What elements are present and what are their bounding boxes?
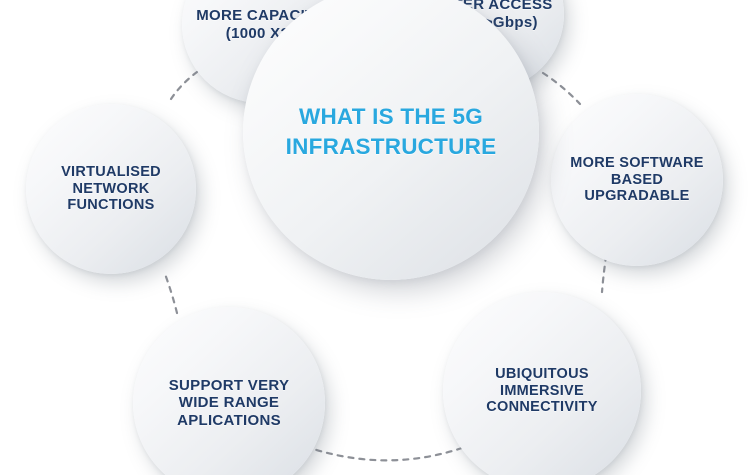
bubble-ubiquitous-immersive-connectivity[interactable]: UBIQUITOUS IMMERSIVE CONNECTIVITY (443, 292, 641, 475)
bubble-more-software-based-upgradable[interactable]: MORE SOFTWARE BASED UPGRADABLE (551, 94, 723, 266)
bubble-label-ubiquitous: UBIQUITOUS IMMERSIVE CONNECTIVITY (486, 365, 598, 416)
bubble-support-very-wide-range-aplications[interactable]: SUPPORT VERY WIDE RANGE APLICATIONS (133, 307, 325, 475)
bubble-virtualised-network-functions[interactable]: VIRTUALISED NETWORK FUNCTIONS (26, 104, 196, 274)
bubble-label-support-wide: SUPPORT VERY WIDE RANGE APLICATIONS (168, 376, 290, 429)
connector-ubiquitous-support-wide (294, 441, 464, 462)
connector-virtualised-more-capacity (169, 70, 199, 101)
bubble-label-center: WHAT IS THE 5G INFRASTRUCTURE (285, 104, 497, 159)
connector-faster-access-more-software (541, 71, 582, 106)
bubble-label-virtualised: VIRTUALISED NETWORK FUNCTIONS (61, 163, 161, 214)
connector-support-wide-virtualised (163, 272, 179, 315)
bubble-center-what-is-5g-infrastructure[interactable]: WHAT IS THE 5G INFRASTRUCTURE (243, 0, 539, 280)
bubble-label-more-software: MORE SOFTWARE BASED UPGRADABLE (570, 154, 704, 205)
